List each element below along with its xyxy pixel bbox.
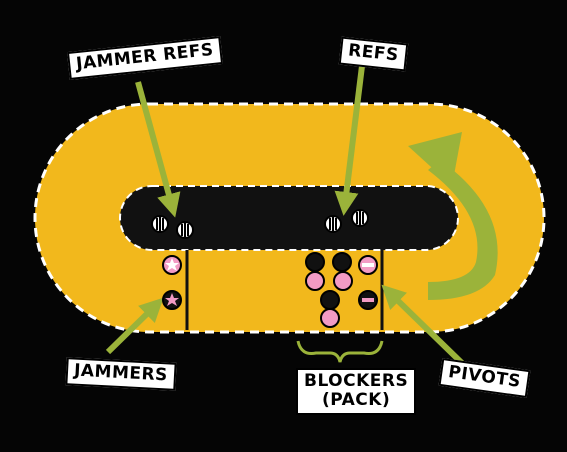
pivot-black — [358, 290, 378, 310]
blocker-pink — [333, 271, 353, 291]
blocker-pink — [320, 308, 340, 328]
arrow-jammers — [105, 297, 164, 355]
label-blockers: BLOCKERS (PACK) — [296, 368, 417, 415]
infield — [119, 185, 459, 251]
blocker-black — [332, 252, 352, 272]
arrow-pivots — [381, 284, 468, 369]
pivot-pink — [358, 255, 378, 275]
blocker-black — [320, 290, 340, 310]
direction-arrow — [428, 160, 498, 300]
label-blockers-line1: BLOCKERS — [304, 371, 409, 391]
referee-token — [176, 221, 194, 239]
blocker-pink — [305, 271, 325, 291]
arrow-jammer-refs — [135, 81, 181, 218]
jammer-pink — [162, 255, 182, 275]
referee-token — [324, 215, 342, 233]
blockers-bracket — [296, 340, 384, 363]
direction-arrow-head — [408, 132, 462, 186]
referee-token — [151, 215, 169, 233]
arrow-refs — [334, 65, 365, 216]
blocker-black — [305, 252, 325, 272]
jammer-black — [162, 290, 182, 310]
label-blockers-line2: (PACK) — [321, 390, 391, 410]
referee-token — [351, 209, 369, 227]
label-jammers: JAMMERS — [65, 357, 177, 391]
